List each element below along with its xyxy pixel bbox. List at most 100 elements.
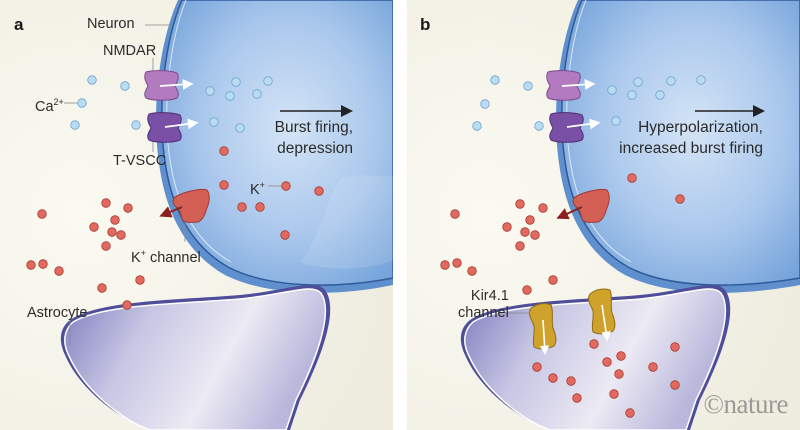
potassium-ion	[452, 258, 462, 268]
calcium-ion	[131, 120, 141, 130]
potassium-ion	[467, 266, 477, 276]
potassium-ion	[616, 351, 626, 361]
calcium-ion	[209, 117, 219, 127]
kir41-label: Kir4.1 channel	[458, 288, 509, 322]
calcium-ion	[666, 76, 676, 86]
calcium-ion	[607, 85, 617, 95]
outcome-line-1: Burst firing,	[274, 119, 353, 136]
calcium-ion	[120, 81, 130, 91]
calcium-ion	[252, 89, 262, 99]
potassium-charge: +	[259, 180, 265, 190]
potassium-ion	[572, 393, 582, 403]
potassium-ion	[627, 173, 637, 183]
panel-a: a Neuron NMDAR Ca2+ T-VSCC K+ K+ channel…	[0, 0, 393, 430]
potassium-ion	[589, 339, 599, 349]
potassium-ion	[219, 146, 229, 156]
calcium-ion	[472, 121, 482, 131]
panel-a-illustration	[0, 0, 393, 430]
calcium-ion	[655, 90, 665, 100]
calcium-ion	[77, 98, 87, 108]
potassium-ion	[609, 389, 619, 399]
potassium-ion	[237, 202, 247, 212]
panel-letter-b: b	[420, 15, 431, 34]
potassium-ion	[530, 230, 540, 240]
calcium-charge: 2+	[53, 97, 64, 107]
k-channel	[159, 189, 210, 223]
kir41-label-line-2: channel	[458, 305, 509, 321]
potassium-label: K+	[250, 177, 265, 199]
calcium-ion	[87, 75, 97, 85]
k-channel-symbol: K	[131, 249, 141, 266]
potassium-ion	[450, 209, 460, 219]
potassium-ion	[440, 260, 450, 270]
calcium-ion	[611, 116, 621, 126]
nmdar-channel	[144, 70, 194, 101]
calcium-ion	[490, 75, 500, 85]
calcium-ion	[627, 90, 637, 100]
outcome-line-1: Hyperpolarization,	[638, 119, 763, 136]
calcium-ion	[235, 123, 245, 133]
kir41-label-line-1: Kir4.1	[470, 288, 509, 304]
nature-credit: ©nature	[703, 389, 789, 419]
ions-a	[26, 75, 324, 310]
kir41-channel-2	[588, 288, 616, 342]
calcium-ion	[534, 121, 544, 131]
calcium-ion	[231, 77, 241, 87]
potassium-ion	[101, 241, 111, 251]
k-channel	[556, 189, 610, 223]
potassium-ion	[101, 198, 111, 208]
potassium-ion	[602, 357, 612, 367]
potassium-ion	[670, 380, 680, 390]
potassium-ion	[107, 227, 117, 237]
potassium-ion	[538, 203, 548, 213]
calcium-ion	[205, 86, 215, 96]
potassium-ion	[314, 186, 324, 196]
calcium-label: Ca2+	[35, 94, 64, 116]
potassium-ion	[515, 241, 525, 251]
potassium-ion	[614, 369, 624, 379]
neuron-label: Neuron	[87, 16, 135, 32]
potassium-ion	[26, 260, 36, 270]
potassium-ion	[280, 230, 290, 240]
calcium-ion	[633, 77, 643, 87]
outcome-line-2: depression	[277, 140, 353, 157]
potassium-ion	[54, 266, 64, 276]
calcium-ion	[263, 76, 273, 86]
potassium-ion	[255, 202, 265, 212]
potassium-ion	[548, 373, 558, 383]
potassium-ion	[37, 209, 47, 219]
potassium-ion	[123, 203, 133, 213]
potassium-ion	[135, 275, 145, 285]
t-vscc-channel	[147, 112, 199, 143]
potassium-ion	[522, 285, 532, 295]
outcome-text-a: Burst firing, depression	[275, 117, 353, 159]
calcium-ion	[70, 120, 80, 130]
potassium-ion	[110, 215, 120, 225]
calcium-symbol: Ca	[35, 98, 54, 115]
nmdar-label: NMDAR	[103, 43, 157, 59]
panel-letter-a: a	[14, 15, 24, 34]
potassium-ion	[525, 215, 535, 225]
t-vscc-label: T-VSCC	[113, 153, 167, 169]
potassium-ion	[648, 362, 658, 372]
potassium-ion	[548, 275, 558, 285]
potassium-ion	[515, 199, 525, 209]
potassium-ion	[219, 180, 229, 190]
potassium-ion	[116, 230, 126, 240]
calcium-ion	[696, 75, 706, 85]
k-channel-label: K+ channel	[131, 245, 201, 267]
potassium-ion	[97, 283, 107, 293]
potassium-ion	[89, 222, 99, 232]
panel-b: b Kir4.1 channel Hyperpolarization, incr…	[407, 0, 800, 430]
outcome-text-b: Hyperpolarization, increased burst firin…	[619, 117, 763, 159]
ions-b	[440, 75, 706, 418]
potassium-ion	[675, 194, 685, 204]
astrocyte-label: Astrocyte	[27, 305, 88, 321]
outcome-line-2: increased burst firing	[619, 140, 763, 157]
k-channel-text: channel	[145, 249, 201, 266]
potassium-ion	[532, 362, 542, 372]
potassium-ion	[520, 227, 530, 237]
t-vscc-channel	[549, 112, 601, 143]
potassium-ion	[38, 259, 48, 269]
k-channel-charge: +	[140, 248, 146, 258]
